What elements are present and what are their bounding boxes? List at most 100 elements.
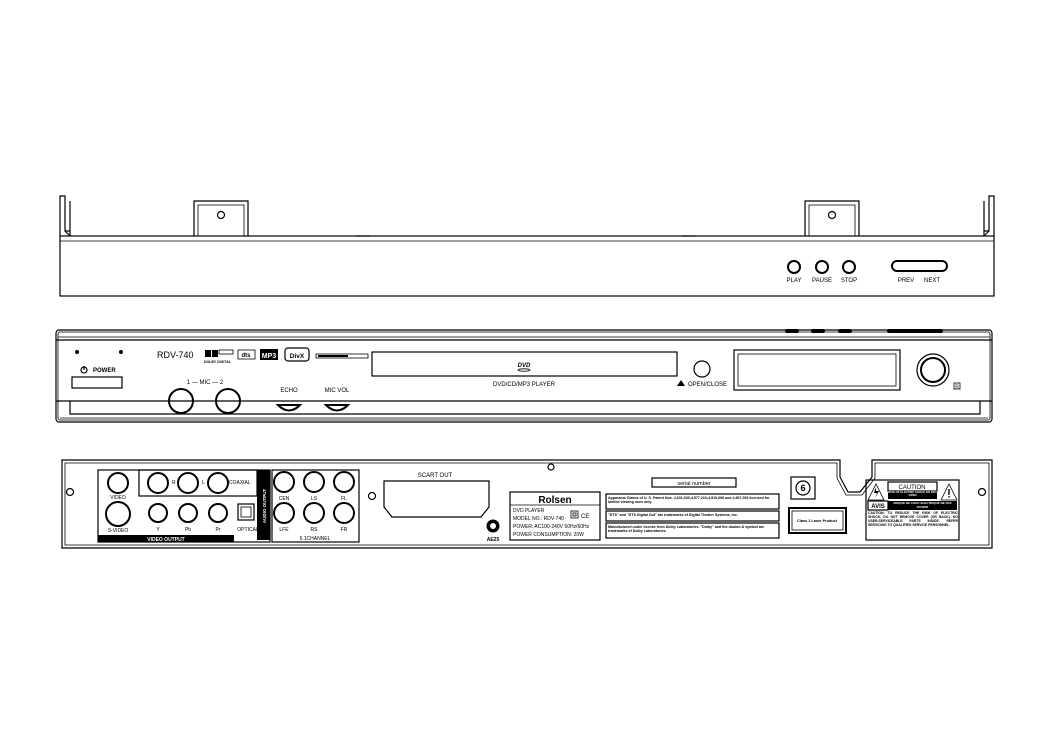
scart-connector[interactable] [383,480,490,518]
mount-hole-left [65,487,75,497]
mic-2-jack[interactable] [215,388,241,414]
exclamation-warning-icon [940,483,958,501]
pause-button[interactable] [815,260,829,274]
cen-jack[interactable] [273,471,295,493]
fl-jack[interactable] [333,471,355,493]
caution-sub: RISK OF ELECTRIC SHOCK DO NOT OPEN [888,491,937,498]
s-video-label: S-VIDEO [108,528,129,534]
rs-jack[interactable] [303,502,325,524]
audio-l-label: L [202,480,205,486]
fl-label: FL [341,496,347,502]
cert-code: AE25 [487,537,500,543]
power-button[interactable] [71,376,123,389]
play-button[interactable] [787,260,801,274]
rating-label [509,491,601,541]
play-label: PLAY [787,278,802,284]
dts-logo: dts [237,349,256,360]
patent-text: Apparatus Claims of U. S. Patent Nos. 4,… [608,495,770,504]
label-line-3: POWER: AC100-240V 50Hz/60Hz [513,524,590,530]
caution-title: CAUTION [899,485,926,491]
lightning-warning-icon [867,483,885,501]
s-video-jack[interactable] [105,501,131,527]
fr-label: FR [341,527,348,533]
open-close-button[interactable] [693,360,711,378]
stop-button[interactable] [842,260,856,274]
dvd-logo: DVD [518,363,531,369]
video-output-strip [98,535,234,542]
front-panel: RDV-740 DOLBY DIGITAL dts MP3 DivX DVD D… [55,329,993,423]
eject-icon [677,380,685,386]
audio-r-jack[interactable] [147,472,169,494]
right-end-bracket [983,195,995,237]
coaxial-jack[interactable] [207,472,229,494]
left-mounting-tab [193,200,249,236]
optical-port[interactable] [237,503,255,521]
y-jack[interactable] [148,503,168,523]
y-label: Y [156,527,160,533]
avis-text: RISQUE DE CHOC ELECTRIQUE NE PAS OUVRIR [893,501,952,509]
label-line-1: DVD PLAYER [513,508,545,514]
dts-logo-text: dts [242,353,252,359]
echo-label: ECHO [280,388,298,394]
label-line-2: MODEL NO.: RDV-740 [513,516,564,522]
prev-next-rocker[interactable] [891,260,948,272]
divx-logo-text: DivX [290,353,305,360]
brand-logo: Rolsen [538,495,571,506]
mic-vol-label: MIC VOL [325,388,350,394]
laser-label [788,507,847,534]
right-mounting-tab [804,200,860,236]
audio-output-strip [257,470,270,540]
mic-vol-knob[interactable] [323,404,351,412]
echo-knob[interactable] [275,404,303,412]
svg-text:R: R [955,385,959,391]
dts-text: "DTS" and "DTS Digital Out" are trademar… [608,513,738,517]
disc-tray[interactable] [371,351,678,377]
pb-jack[interactable] [178,503,198,523]
audio-r-label: R [172,480,176,486]
scart-label: SCART OUT [418,473,453,479]
laser-text: Class 1 Laser Product [797,519,838,523]
cen-label: CEN [279,496,290,502]
video-jack[interactable] [107,472,129,494]
top-view: PLAY PAUSE STOP PREV NEXT [59,195,995,297]
pr-jack[interactable] [208,503,228,523]
mic-label: 1 — MIC — 2 [187,380,224,386]
dolby-digital-logo: DOLBY DIGITAL [204,349,234,364]
avis-title: AVIS [871,504,885,510]
lfe-label: LFE [279,527,289,533]
rs-label: RS [311,527,319,533]
coaxial-label: COAXIAL [229,480,251,486]
tray-caption: DVD/CD/MP3 PLAYER [493,382,556,388]
fr-jack[interactable] [333,502,355,524]
dolby-text: Manufactured under license from Dolby La… [608,524,765,533]
audio-l-jack[interactable] [177,472,199,494]
audio-output-caption: AUDIO OUTPUT [262,489,267,524]
channel51-block [271,469,360,543]
jog-knob[interactable] [916,353,950,387]
dolby-logo-text: DOLBY DIGITAL [204,360,232,364]
stop-label: STOP [841,278,857,284]
channel51-caption: 5.1CHANNEL [300,536,331,542]
pr-label: Pr [216,527,221,533]
serial-number-label: serial number [677,481,710,487]
class-ii-icon [570,510,579,519]
patent-notice [605,493,780,510]
label-line-4: POWER CONSUMPTION: 20W [513,532,584,538]
serial-number-box [651,477,737,488]
lfe-jack[interactable] [273,502,295,524]
pause-label: PAUSE [812,278,832,284]
left-tab-hole [216,210,226,220]
optical-label: OPTICAL [237,527,259,533]
dts-notice [605,510,780,522]
caution-body: CAUTION: TO REDUCE THE RISK OF ELECTRIC … [868,511,958,528]
pb-label: Pb [185,527,191,533]
top-view-body [59,235,995,297]
divx-logo: DivX [284,347,310,362]
open-close-label: OPEN/CLOSE [688,382,727,388]
ls-jack[interactable] [303,471,325,493]
right-tab-hole [827,210,837,220]
mic-1-jack[interactable] [168,388,194,414]
ce-mark: CE [581,514,589,520]
region-code-badge [790,476,816,500]
caution-label [865,479,960,541]
